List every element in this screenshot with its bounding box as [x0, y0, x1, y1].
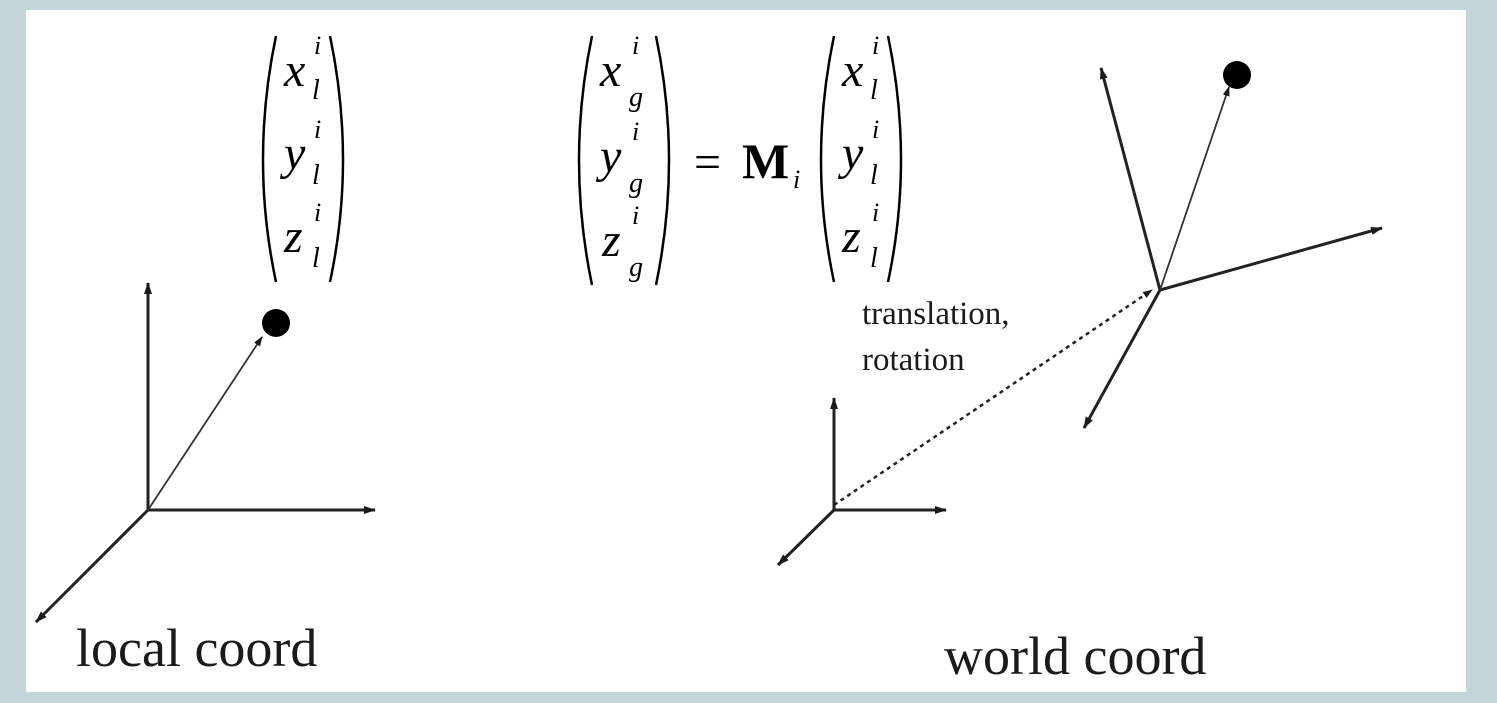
global-x-base: x — [599, 44, 621, 97]
local-x-base: x — [283, 44, 305, 97]
rhs-z-sup: i — [872, 198, 879, 227]
local-coord-caption: local coord — [76, 618, 317, 678]
matrix-subscript: i — [793, 165, 800, 194]
transformed-frame — [1082, 61, 1383, 429]
rhs-x-base: x — [841, 44, 863, 97]
right-paren — [328, 35, 345, 283]
transform-equation: x i g y i g z i g = M i x i l y i l z i … — [577, 31, 903, 286]
global-z-base: z — [601, 214, 621, 267]
rhs-x-sup: i — [872, 31, 879, 60]
rhs-right-paren — [886, 35, 903, 283]
local-z-sub: l — [312, 243, 320, 274]
rhs-y-sub: l — [870, 160, 878, 191]
rhs-z-base: z — [841, 210, 861, 263]
transformed-x-axis — [1159, 226, 1383, 292]
diagram-panel: x i l y i l z i l x i g y i g z i g = M … — [26, 10, 1466, 692]
local-x-sup: i — [314, 31, 321, 60]
local-x-sub: l — [312, 75, 320, 106]
transformed-point — [1223, 61, 1251, 89]
world-z-axis — [776, 508, 836, 567]
local-z-axis — [34, 508, 150, 624]
local-z-base: z — [283, 210, 303, 263]
matrix-symbol: M — [742, 133, 789, 189]
global-right-paren — [654, 35, 671, 286]
rhs-x-sub: l — [870, 75, 878, 106]
global-x-sub: g — [629, 82, 643, 113]
equals-sign: = — [694, 136, 721, 189]
local-y-sub: l — [312, 160, 320, 191]
local-y-base: y — [279, 127, 306, 180]
translation-label: translation, — [862, 296, 1010, 332]
global-z-sub: g — [629, 252, 643, 283]
global-x-sup: i — [632, 31, 639, 60]
global-y-sub: g — [629, 168, 643, 199]
local-frame — [34, 282, 376, 624]
transformed-y-axis — [1099, 67, 1162, 291]
rhs-z-sub: l — [870, 243, 878, 274]
rotation-label: rotation — [862, 342, 965, 378]
local-point-vector — [147, 336, 263, 511]
global-left-paren — [577, 35, 594, 286]
local-y-sup: i — [314, 115, 321, 144]
coordinate-diagram: x i l y i l z i l x i g y i g z i g = M … — [34, 31, 1383, 686]
rhs-y-sup: i — [872, 115, 879, 144]
transformed-z-axis — [1082, 289, 1162, 429]
global-z-sup: i — [632, 201, 639, 230]
local-point — [262, 309, 290, 337]
local-vector: x i l y i l z i l — [261, 31, 345, 283]
global-y-sup: i — [632, 117, 639, 146]
local-z-sup: i — [314, 198, 321, 227]
rhs-left-paren — [819, 35, 836, 283]
rhs-y-base: y — [837, 127, 864, 180]
world-frame — [776, 288, 1153, 567]
world-coord-caption: world coord — [944, 626, 1206, 686]
global-y-base: y — [595, 130, 622, 183]
left-paren — [261, 35, 278, 283]
transformed-point-vector — [1159, 86, 1230, 291]
